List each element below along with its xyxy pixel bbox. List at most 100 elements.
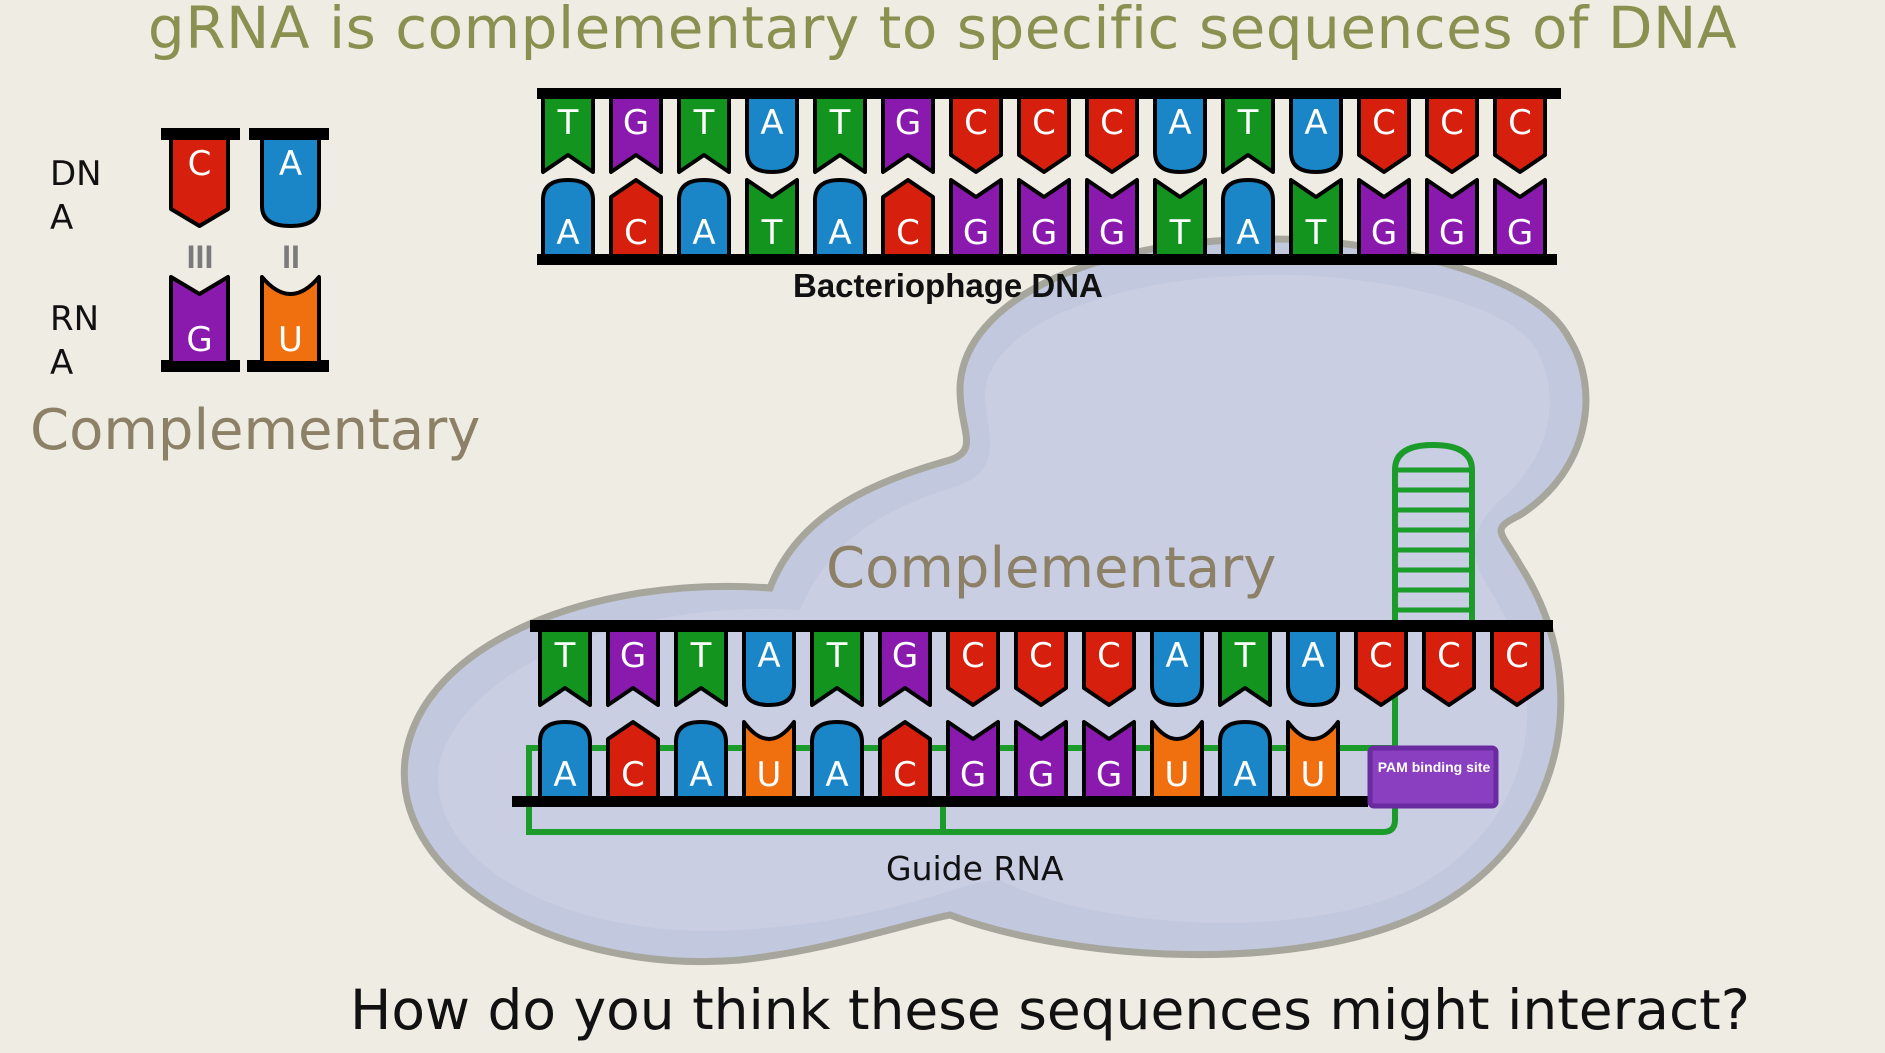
guide-rna-base-7: G <box>1014 720 1068 800</box>
phage-bottom-base-4-letter: A <box>828 213 851 253</box>
phage-top-base-5-letter: G <box>895 103 921 143</box>
target-dna-base-13: C <box>1422 628 1476 707</box>
target-dna-base-7-letter: C <box>1029 636 1053 676</box>
target-dna-base-9-letter: A <box>1165 636 1188 676</box>
phage-top-base-10: T <box>1221 95 1275 174</box>
legend-dna-base-0-letter: C <box>188 144 212 184</box>
legend-rna-base-1-letter: U <box>278 320 303 360</box>
guide-rna-base-3-letter: U <box>757 755 782 795</box>
phage-bottom-base-6-letter: G <box>963 213 989 253</box>
phage-bottom-base-11: T <box>1289 178 1343 258</box>
phage-bottom-base-11-letter: T <box>1305 213 1327 253</box>
pam-binding-site <box>1367 745 1499 809</box>
phage-bottom-base-7: G <box>1017 178 1071 258</box>
phage-top-base-6-letter: C <box>964 103 988 143</box>
guide-rna-base-5: C <box>878 720 932 800</box>
phage-top-base-1-letter: G <box>623 103 649 143</box>
target-dna-base-1-letter: G <box>620 636 646 676</box>
phage-bottom-base-10-letter: A <box>1236 213 1259 253</box>
phage-bottom-base-14: G <box>1493 178 1547 258</box>
phage-bottom-base-7-letter: G <box>1031 213 1057 253</box>
legend-rna-base-1: U <box>260 275 321 365</box>
guide-rna-base-7-letter: G <box>1028 755 1054 795</box>
legend-rna-base-0-letter: G <box>186 320 212 360</box>
phage-top-base-7-letter: C <box>1032 103 1056 143</box>
target-dna-base-4: T <box>810 628 864 707</box>
target-dna-base-9: A <box>1150 628 1204 707</box>
target-dna-base-6: C <box>946 628 1000 707</box>
phage-top-base-11-letter: A <box>1304 103 1327 143</box>
phage-bottom-base-0-letter: A <box>556 213 579 253</box>
phage-top-base-0-letter: T <box>557 103 579 143</box>
legend-complementary-caption: Complementary <box>30 398 481 463</box>
phage-bottom-base-14-letter: G <box>1507 213 1533 253</box>
phage-bottom-base-3-letter: T <box>761 213 783 253</box>
target-dna-base-11: A <box>1286 628 1340 707</box>
rna-legend-label: RNA <box>50 299 100 383</box>
target-dna-base-14-letter: C <box>1505 636 1529 676</box>
phage-bottom-base-9-letter: T <box>1169 213 1191 253</box>
guide-rna-base-4: A <box>810 720 864 800</box>
target-dna-base-5: G <box>878 628 932 707</box>
phage-top-base-0: T <box>541 95 595 174</box>
phage-top-base-14-letter: C <box>1508 103 1532 143</box>
guide-rna-base-10-letter: A <box>1233 755 1256 795</box>
guide-rna-base-10: A <box>1218 720 1272 800</box>
phage-bottom-base-5: C <box>881 178 935 258</box>
guide-rna-base-11-letter: U <box>1301 755 1326 795</box>
phage-top-base-12: C <box>1357 95 1411 174</box>
legend-dna-base-1-letter: A <box>279 144 302 184</box>
legend-dna-base-1: A <box>260 136 321 228</box>
cas9-complementary-caption: Complementary <box>826 536 1277 601</box>
guide-rna-base-3: U <box>742 720 796 800</box>
slide-title: gRNA is complementary to specific sequen… <box>147 0 1738 62</box>
phage-bottom-base-4: A <box>813 178 867 258</box>
phage-bottom-base-6: G <box>949 178 1003 258</box>
phage-top-base-3-letter: A <box>760 103 783 143</box>
phage-top-base-13: C <box>1425 95 1479 174</box>
phage-bottom-base-3: T <box>745 178 799 258</box>
guide-rna-base-5-letter: C <box>893 755 917 795</box>
phage-top-base-10-letter: T <box>1237 103 1259 143</box>
phage-bottom-base-13-letter: G <box>1439 213 1465 253</box>
phage-bottom-base-8-letter: G <box>1099 213 1125 253</box>
phage-bottom-base-13: G <box>1425 178 1479 258</box>
target-dna-base-0-letter: T <box>554 636 576 676</box>
guide-rna-base-6-letter: G <box>960 755 986 795</box>
target-dna-base-8: C <box>1082 628 1136 707</box>
guide-rna-base-0: A <box>538 720 592 800</box>
guide-rna-base-8-letter: G <box>1096 755 1122 795</box>
guide-rna-scaffold <box>526 745 1398 835</box>
phage-top-base-1: G <box>609 95 663 174</box>
legend-bond-1: II <box>282 239 300 275</box>
guide-rna-label: Guide RNA <box>886 849 1064 888</box>
guide-rna-base-1: C <box>606 720 660 800</box>
target-dna-base-2-letter: T <box>690 636 712 676</box>
phage-bottom-base-10: A <box>1221 178 1275 258</box>
guide-rna-backbone <box>512 796 1368 807</box>
phage-top-base-7: C <box>1017 95 1071 174</box>
phage-top-base-12-letter: C <box>1372 103 1396 143</box>
guide-rna-base-9: U <box>1150 720 1204 800</box>
target-dna-base-4-letter: T <box>826 636 848 676</box>
target-dna-base-10: T <box>1218 628 1272 707</box>
phage-top-base-14: C <box>1493 95 1547 174</box>
phage-bottom-base-2: A <box>677 178 731 258</box>
target-dna-base-10-letter: T <box>1234 636 1256 676</box>
dna-legend-label: DNA <box>50 154 102 238</box>
guide-rna-base-4-letter: A <box>825 755 848 795</box>
pam-binding-site-label: PAM binding site <box>1377 759 1491 775</box>
target-dna-base-2: T <box>674 628 728 707</box>
target-dna-base-0: T <box>538 628 592 707</box>
phage-top-base-8: C <box>1085 95 1139 174</box>
phage-top-base-6: C <box>949 95 1003 174</box>
phage-bottom-base-8: G <box>1085 178 1139 258</box>
phage-backbone-top <box>537 88 1561 99</box>
target-dna-base-7: C <box>1014 628 1068 707</box>
target-dna-base-11-letter: A <box>1301 636 1324 676</box>
legend-dna-base-0: C <box>169 136 230 228</box>
phage-backbone-bottom <box>537 254 1557 265</box>
